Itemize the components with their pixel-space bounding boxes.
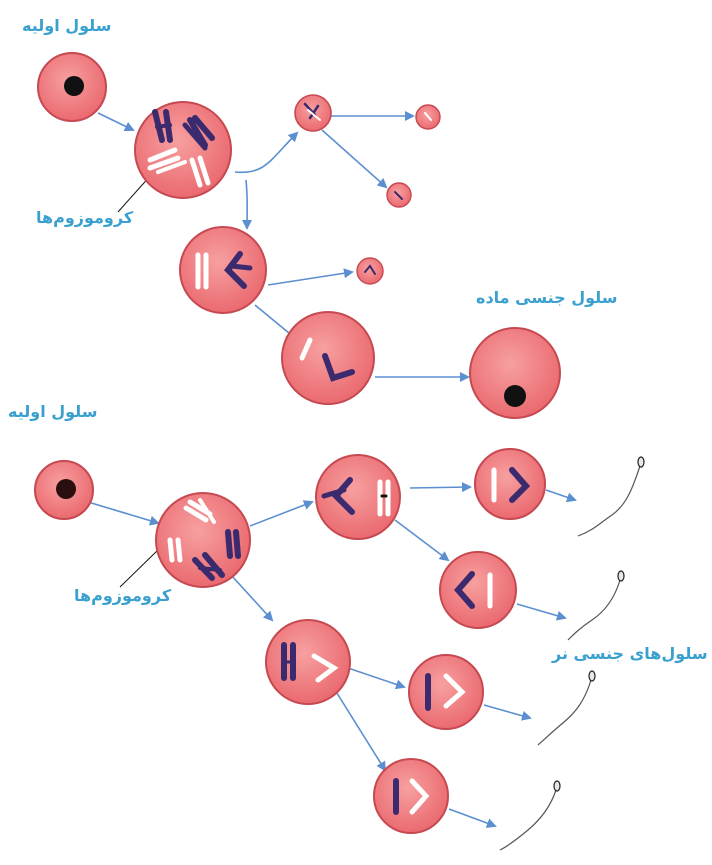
spermatid-1 xyxy=(474,448,546,520)
male-sex-cells-label: سلول‌های جنسی نر xyxy=(552,644,708,663)
female-sex-cell-label: سلول جنسی ماده xyxy=(476,288,618,307)
arrow-oocyte2-to-polar-body-2 xyxy=(267,268,354,286)
arrow-to-polar-body-1 xyxy=(234,131,299,174)
sperm-2 xyxy=(567,570,625,641)
arrow-to-oocyte-2 xyxy=(242,179,253,230)
spermatid-3 xyxy=(408,654,484,730)
secondary-spermatocyte-1 xyxy=(315,454,401,540)
arrow-sec1-to-spermatid-1 xyxy=(409,482,472,493)
secondary-oocyte xyxy=(179,226,267,314)
spermatid-4 xyxy=(373,758,449,834)
arrow-sec1-to-spermatid-2 xyxy=(394,519,450,562)
egg-cell xyxy=(469,327,561,419)
arrow-to-secondary-2 xyxy=(230,574,274,622)
male-primary-cell xyxy=(34,460,94,520)
male-chromosomes-label: کروموزوم‌ها xyxy=(74,586,172,605)
female-meiosis1-cell xyxy=(134,101,232,199)
sperm-3 xyxy=(537,670,596,746)
sperm-cells xyxy=(499,456,645,851)
arrow-primary-to-meiosis1 xyxy=(87,501,160,526)
chromosome-pointer-line xyxy=(119,547,161,588)
sperm-1 xyxy=(577,456,645,537)
spermatid-2 xyxy=(439,551,517,629)
egg-nucleus xyxy=(504,385,526,407)
secondary-spermatocyte-2 xyxy=(265,619,351,705)
sperm-arrows xyxy=(448,489,577,828)
first-polar-body xyxy=(294,94,332,132)
female-chromosomes-label: کروموزوم‌ها xyxy=(36,208,134,227)
arrow-primary-to-meiosis1 xyxy=(97,112,135,132)
male-primary-cell-label: سلول اولیه xyxy=(8,402,98,421)
second-division-body-1 xyxy=(415,104,441,130)
arrow-polar-to-small-2 xyxy=(321,129,388,189)
sperm-4 xyxy=(499,780,561,851)
male-arrows xyxy=(87,482,472,772)
female-primary-cell xyxy=(37,52,107,122)
nucleus xyxy=(64,76,84,96)
arrow-sec2-to-spermatid-3 xyxy=(347,667,406,690)
nucleus xyxy=(56,479,76,499)
second-division-body-2 xyxy=(386,182,412,208)
female-primary-cell-label: سلول اولیه xyxy=(22,16,112,35)
ootid-cell xyxy=(281,311,375,405)
second-polar-body xyxy=(356,257,384,285)
arrow-oocyte2-to-ootid xyxy=(254,304,297,340)
arrow-sec2-to-spermatid-4 xyxy=(334,689,387,772)
male-meiosis1-cell xyxy=(155,492,251,588)
arrow-to-secondary-1 xyxy=(249,500,314,527)
female-arrows xyxy=(97,111,470,382)
